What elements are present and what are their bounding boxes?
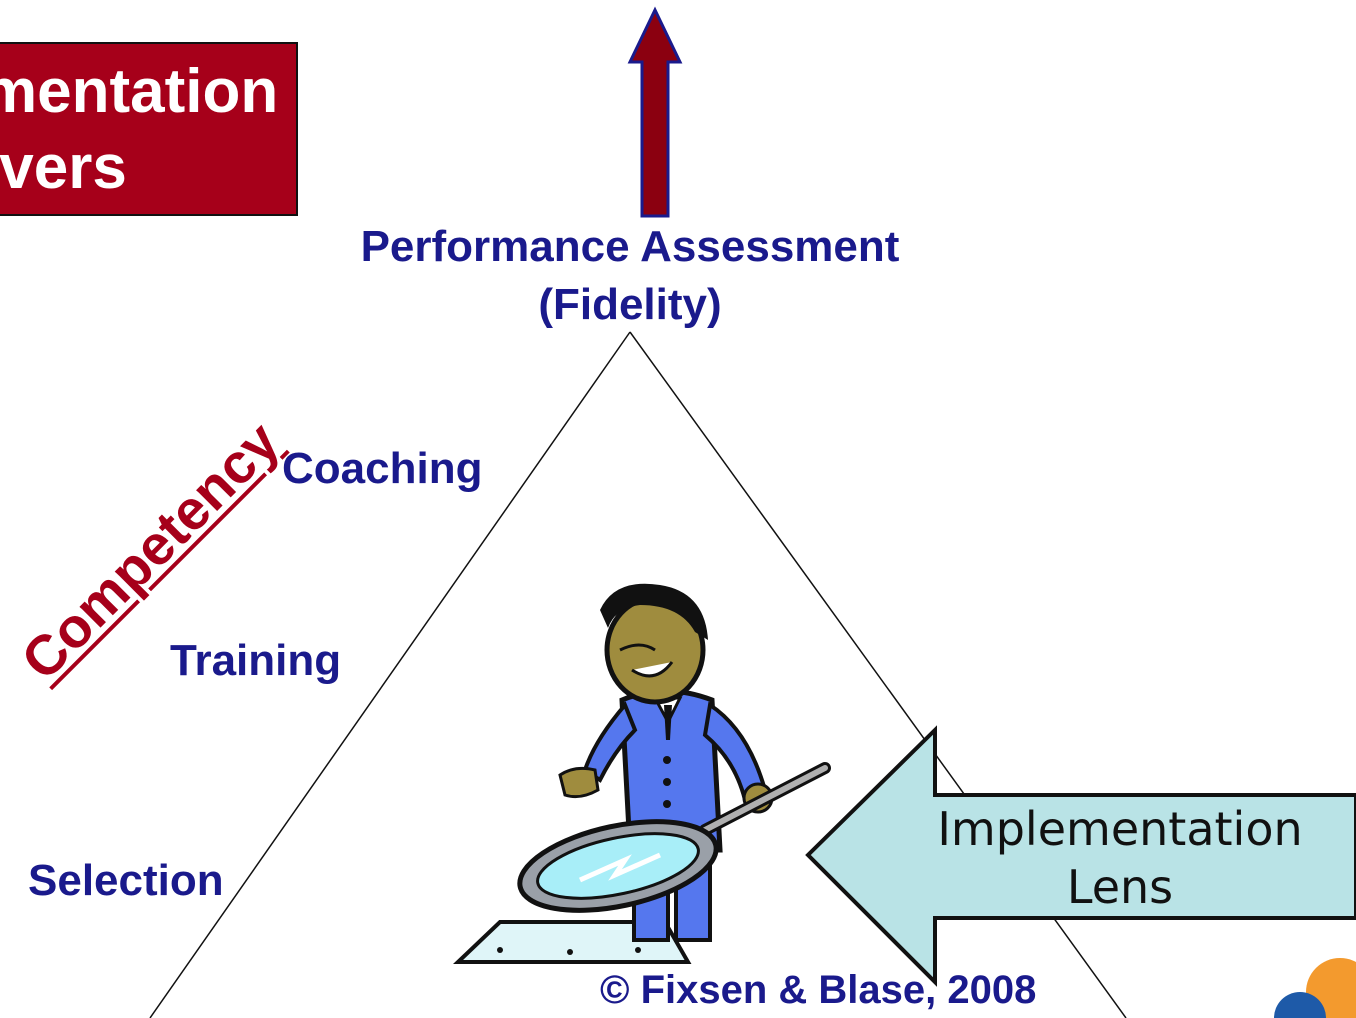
triangle-left-side	[149, 331, 631, 1018]
title-line-1: mentation	[0, 57, 279, 126]
copyright-text: © Fixsen & Blase, 2008	[600, 968, 1037, 1012]
selection-label: Selection	[28, 856, 224, 905]
coaching-label: Coaching	[282, 444, 483, 493]
title-box: mentation ivers	[0, 42, 298, 216]
peak-label: Performance Assessment (Fidelity)	[330, 218, 930, 334]
peak-label-line-1: Performance Assessment	[360, 222, 900, 271]
lens-label-line-2: Lens	[1066, 860, 1174, 914]
logo-icon	[1274, 958, 1356, 1018]
lens-arrow	[805, 725, 1356, 987]
lens-label-line-1: Implementation	[937, 802, 1303, 856]
title-line-2: ivers	[0, 133, 127, 202]
person-with-magnifier-icon	[453, 583, 831, 964]
up-arrow	[627, 6, 683, 218]
training-label: Training	[170, 636, 342, 685]
peak-label-line-2: (Fidelity)	[538, 280, 722, 329]
lens-label: Implementation Lens	[910, 800, 1330, 916]
